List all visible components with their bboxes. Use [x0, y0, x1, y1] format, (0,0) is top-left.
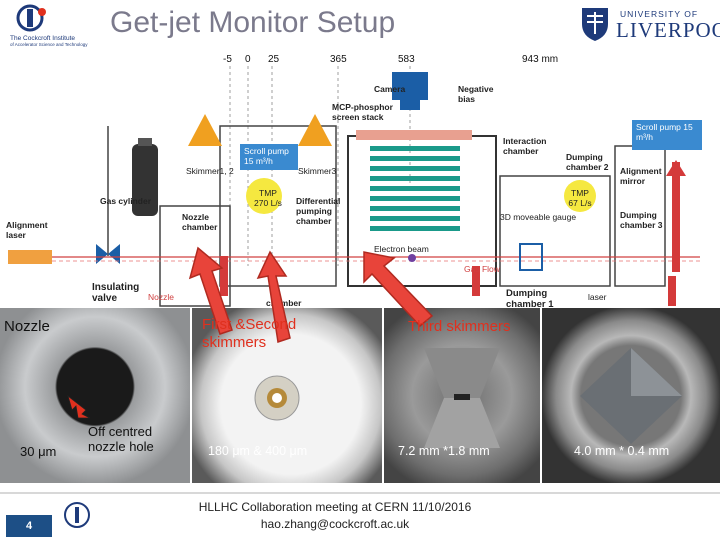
axis-tick-583: 583	[398, 54, 415, 65]
label-alignment-mirror: Alignment mirror	[620, 166, 662, 186]
caption-size-nozzle: 30 μm	[20, 444, 57, 459]
label-chamber-small: chamber	[266, 298, 302, 308]
caption-size-12: 180 μm & 400 μm	[208, 444, 308, 458]
liverpool-logo: UNIVERSITY OF LIVERPOOL	[580, 6, 720, 44]
label-dumping-chamber-2: Dumping chamber 2	[566, 152, 609, 172]
cockcroft-logo: The Cockcroft Institute of Accelerator S…	[10, 4, 90, 48]
label-insulating-valve: Insulating valve	[92, 282, 140, 304]
label-skimmer3: Skimmer3	[298, 166, 337, 176]
axis-tick-0: 0	[245, 54, 251, 65]
footer-meeting: HLLHC Collaboration meeting at CERN 11/1…	[198, 500, 472, 514]
label-tmp-right: TMP 67 L/s	[568, 188, 592, 208]
logo-tagline: The Cockcroft Institute	[10, 35, 76, 42]
label-alignment-laser: Alignment laser	[6, 220, 48, 240]
label-dumping-chamber-1: Dumping chamber 1	[506, 288, 554, 310]
label-differential-pumping: Differential pumping chamber	[296, 196, 341, 226]
footer: HLLHC Collaboration meeting at CERN 11/1…	[170, 499, 500, 533]
caption-off-centred: Off centred nozzle hole	[88, 424, 154, 454]
label-mcp: MCP-phosphor screen stack	[332, 102, 393, 122]
label-camera: Camera	[374, 84, 406, 94]
label-interaction-chamber: Interaction chamber	[503, 136, 547, 156]
caption-third: Third skimmers	[408, 318, 511, 335]
caption-first-second: First &Second skimmers	[202, 316, 297, 351]
axis-tick-25: 25	[268, 54, 280, 65]
label-skimmer12: Skimmer1, 2	[186, 166, 234, 176]
page-number: 4	[6, 515, 52, 537]
label-nozzle-small: Nozzle	[148, 292, 174, 302]
footer-email[interactable]: hao.zhang@cockcroft.ac.uk	[260, 517, 410, 531]
axis-tick-365: 365	[330, 54, 347, 65]
label-negative-bias: Negative bias	[458, 84, 494, 104]
label-3d-gauge: 3D moveable gauge	[500, 212, 577, 222]
nozzle-hole-arrow	[67, 394, 91, 419]
skimmer3-photo	[384, 308, 540, 483]
caption-size-4: 4.0 mm * 0.4 mm	[574, 444, 670, 458]
label-gas-cylinder: Gas cylinder	[100, 196, 152, 206]
logo-tagline-sub: of Accelerator Science and Technology	[10, 42, 88, 47]
skimmer4-photo	[542, 308, 720, 483]
footer-divider	[0, 492, 720, 494]
caption-size-3: 7.2 mm *1.8 mm	[398, 444, 490, 458]
axis-tick-neg5: -5	[223, 54, 232, 65]
caption-nozzle: Nozzle	[4, 318, 50, 335]
label-nozzle-chamber: Nozzle chamber	[182, 212, 218, 232]
label-tmp-left: TMP 270 L/s	[254, 188, 282, 208]
pointer-arrows	[188, 246, 434, 343]
liverpool-line1: UNIVERSITY OF	[620, 9, 699, 19]
label-scroll-pump-left: Scroll pump 15 m³/h	[244, 146, 289, 166]
label-electron-beam: Electron beam	[374, 244, 429, 254]
cockcroft-mini-logo	[62, 500, 92, 530]
axis-tick-943: 943 mm	[522, 54, 559, 65]
page-title: Get-jet Monitor Setup	[110, 6, 396, 39]
label-gas-flow: Gas Flow	[464, 264, 500, 274]
nozzle-photo	[0, 308, 190, 483]
label-scroll-pump-right: Scroll pump 15 m³/h	[636, 122, 693, 142]
label-laser-small: laser	[588, 292, 607, 302]
liverpool-line2: LIVERPOOL	[616, 18, 720, 42]
label-dumping-chamber-3: Dumping chamber 3	[620, 210, 663, 230]
